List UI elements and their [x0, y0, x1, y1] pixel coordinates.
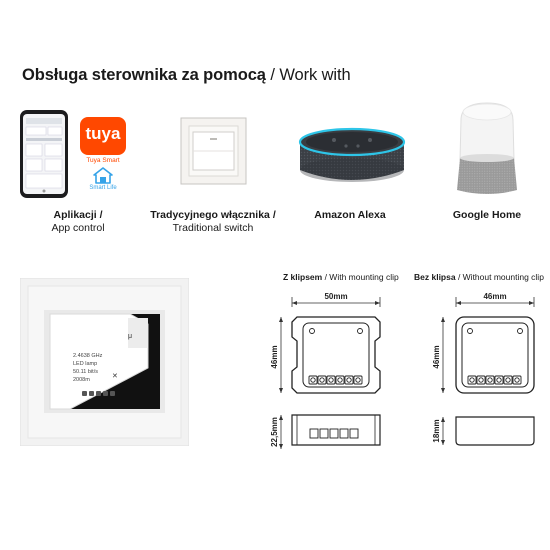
module-spec-text: 2.4638 GHz LED lamp 50.11 bit/s 2008m	[73, 352, 102, 384]
module-spec-line: 2.4638 GHz	[73, 353, 103, 359]
label-google-home: Google Home	[427, 209, 547, 222]
label-app-control-en: App control	[51, 222, 105, 234]
label-google-home-pl: Google Home	[452, 209, 522, 221]
module-photo: μ ✕	[20, 278, 189, 446]
dim-depth-without-clip: 18mm	[432, 419, 441, 442]
google-home-icon	[457, 102, 517, 194]
label-app-control: Aplikacji / App control	[0, 209, 156, 235]
module-spec-line: 2008m	[73, 377, 90, 383]
title-bold: Obsługa sterownika za pomocą	[22, 66, 266, 84]
diagram-without-clip: 46mm 46mm 18mm	[432, 292, 535, 446]
title-english: Work with	[279, 66, 351, 84]
title-separator: /	[265, 66, 280, 84]
diagram-title-without-clip-bold: Bez klipsa	[414, 272, 456, 282]
diagram-title-with-clip-rest: / With mounting clip	[322, 272, 399, 282]
dim-height-without-clip: 46mm	[432, 345, 441, 368]
label-traditional-switch-en: Traditional switch	[172, 222, 254, 234]
smartphone-icon	[20, 110, 68, 198]
tuya-smart-label: Tuya Smart	[86, 157, 120, 164]
diagram-title-without-clip-rest: / Without mounting clip	[455, 272, 544, 282]
label-traditional-switch: Tradycyjnego włącznika / Traditional swi…	[133, 209, 293, 235]
smart-life-label: Smart Life	[89, 185, 117, 191]
module-spec-line: 50.11 bit/s	[73, 369, 98, 375]
smart-life-icon	[93, 167, 113, 184]
diagram-title-with-clip-bold: Z klipsem	[283, 272, 323, 282]
label-app-control-pl: Aplikacji /	[53, 209, 103, 221]
svg-text:✕: ✕	[112, 373, 118, 380]
diagram-title-with-clip: Z klipsem / With mounting clip	[283, 272, 399, 282]
label-amazon-alexa-pl: Amazon Alexa	[314, 209, 386, 221]
echo-dot-icon	[298, 127, 406, 182]
dim-width-with-clip: 50mm	[324, 292, 347, 301]
tuya-logo-text: tuya	[85, 124, 121, 143]
dim-height-with-clip: 46mm	[270, 345, 279, 368]
dim-depth-with-clip: 22,5mm	[270, 417, 279, 447]
page-title: Obsługa sterownika za pomocą / Work with	[22, 66, 351, 85]
diagram-with-clip: 50mm 46mm 22,5mm	[270, 292, 381, 449]
dim-width-without-clip: 46mm	[483, 292, 506, 301]
label-traditional-switch-pl: Tradycyjnego włącznika /	[150, 209, 276, 221]
tuya-logo-icon: tuya	[80, 117, 126, 155]
svg-text:μ: μ	[128, 333, 132, 340]
label-amazon-alexa: Amazon Alexa	[290, 209, 410, 222]
wall-switch-icon	[180, 117, 247, 185]
module-spec-line: LED lamp	[73, 361, 98, 367]
diagram-title-without-clip: Bez klipsa / Without mounting clip	[414, 272, 544, 282]
